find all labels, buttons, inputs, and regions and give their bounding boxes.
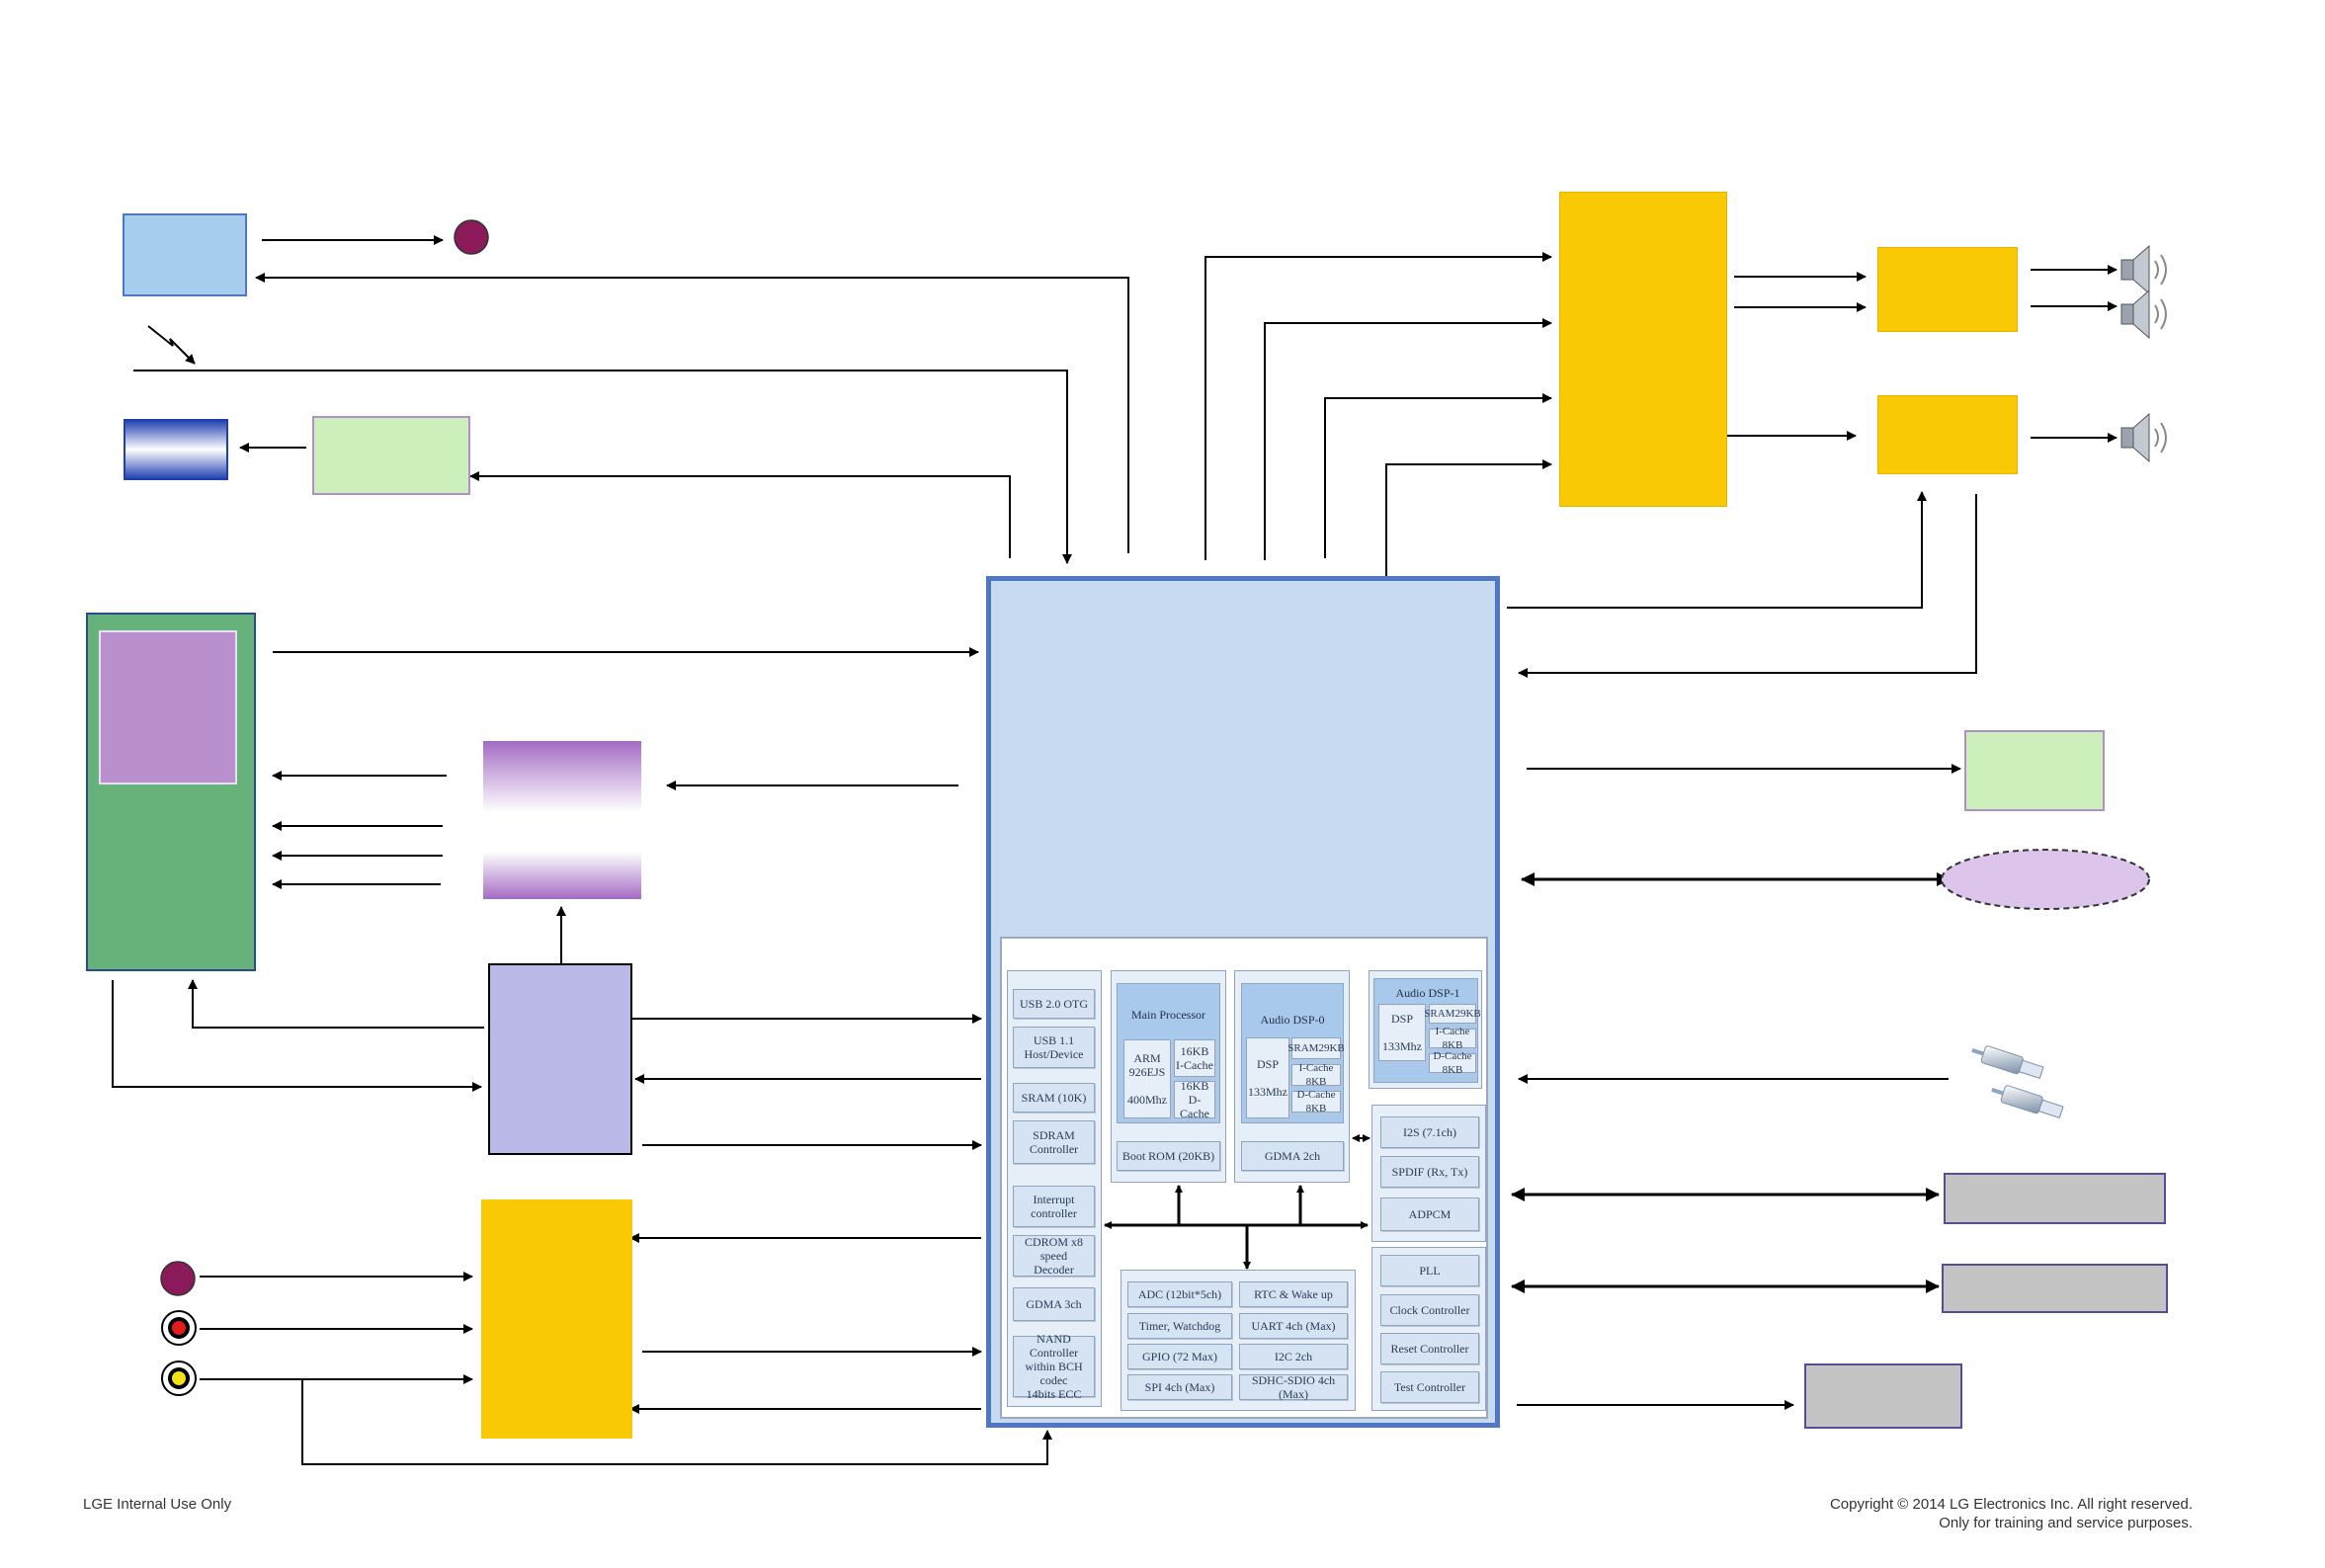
wire-ir-to-soc [133,370,1072,564]
speaker-icon [2120,244,2167,295]
rca-jack-icon [160,1261,196,1296]
wire-soc-to-dsp-amp-2 [1264,318,1552,560]
nand-controller-block: NAND Controller within BCH codec 14bits … [1013,1332,1095,1401]
wire-soc-to-dsp-amp-1 [1204,252,1552,560]
indicator-led-icon [454,219,489,255]
gpio-block: GPIO (72 Max) [1127,1344,1232,1369]
speaker-icon [2120,412,2167,463]
timer-watchdog-block: Timer, Watchdog [1127,1313,1232,1339]
servo-controller-box [488,963,632,1155]
uart-block: UART 4ch (Max) [1239,1313,1348,1339]
test-controller-block: Test Controller [1380,1371,1479,1403]
cdrom-decoder-block: CDROM x8 speed Decoder [1013,1235,1095,1277]
usb11-block: USB 1.1 Host/Device [1013,1027,1095,1068]
footer-right-1: Copyright © 2014 LG Electronics Inc. All… [1829,1496,2193,1513]
adc-block: ADC (12bit*5ch) [1127,1281,1232,1307]
ir-signal-icon [147,325,196,365]
i2c-block: I2C 2ch [1239,1344,1348,1369]
main-icache-block: 16KB I-Cache [1174,1039,1215,1077]
interrupt-controller-block: Interrupt controller [1013,1186,1095,1227]
sdram-controller-block: SDRAM Controller [1013,1120,1095,1164]
dsp1-core-block: DSP 133Mhz [1378,1004,1426,1061]
gdma3-block: GDMA 3ch [1013,1287,1095,1321]
dsp1-dcache-block: D-Cache 8KB [1429,1050,1476,1076]
dsp1-icache-block: I-Cache 8KB [1429,1026,1476,1051]
audio-dsp0-title: Audio DSP-0 [1260,1013,1325,1027]
footer-right-2: Only for training and service purposes. [1939,1515,2193,1531]
wire-soc-to-blue-box [255,273,1129,553]
dsp0-sram-block: SRAM29KB [1287,1037,1345,1059]
rca-jack-red-icon [161,1310,197,1346]
footer-left: LGE Internal Use Only [83,1496,232,1513]
rtc-block: RTC & Wake up [1239,1281,1348,1307]
wire-pa-feedback-to-soc [1518,494,1977,678]
grey-interface-box-2 [1942,1264,2168,1313]
rca-jack-yellow-icon [161,1361,197,1396]
memory-card-ellipse [1941,849,2150,910]
pickup-lens-box [99,630,237,784]
wire-soc-to-display [469,471,1011,558]
arm-clock-label: 400Mhz [1127,1093,1167,1107]
arm-core-block: ARM 926EJS 400Mhz [1123,1039,1171,1118]
motor-driver-gradient [483,741,641,899]
spi-block: SPI 4ch (Max) [1127,1374,1232,1400]
main-dcache-block: 16KB D-Cache [1174,1079,1215,1120]
adpcm-block: ADPCM [1380,1197,1479,1231]
reset-controller-block: Reset Controller [1380,1333,1479,1364]
power-amp-box-2 [1877,395,2018,474]
wire-pickup-to-servo [112,980,482,1092]
gdma2-block: GDMA 2ch [1241,1141,1344,1171]
audio-dsp1-title: Audio DSP-1 [1395,986,1460,1000]
wire-soc-to-dsp-amp-4 [1385,459,1552,576]
usb-plug-icon [1971,1045,2044,1080]
remote-receiver-box [123,213,247,296]
vfd-display [124,419,228,480]
main-processor-title: Main Processor [1131,1008,1205,1022]
power-amp-box-1 [1877,247,2018,332]
i2s-block: I2S (7.1ch) [1380,1116,1479,1148]
audio-dsp-amp-box [1559,192,1727,507]
dsp0-dcache-block: D-Cache 8KB [1291,1089,1341,1114]
speaker-icon [2120,289,2167,340]
grey-interface-box-1 [1944,1173,2166,1224]
grey-interface-box-3 [1804,1363,1962,1429]
usb-plug-icon [1991,1085,2064,1119]
display-driver-box [312,416,470,495]
pll-block: PLL [1380,1255,1479,1286]
dsp1-sram-block: SRAM29KB [1424,1004,1481,1024]
dsp0-icache-block: I-Cache 8KB [1291,1062,1341,1088]
sdhc-block: SDHC-SDIO 4ch (Max) [1239,1373,1348,1401]
dsp0-core-block: DSP 133Mhz [1246,1037,1289,1118]
wire-soc-to-pa-control [1507,491,1927,609]
usb-otg-block: USB 2.0 OTG [1013,989,1095,1019]
wire-jack-to-soc-bottom [301,1379,1052,1465]
wire-soc-to-dsp-amp-3 [1324,393,1552,558]
sram-block: SRAM (10K) [1013,1083,1095,1113]
arm-core-label: ARM 926EJS [1128,1051,1166,1079]
clock-controller-block: Clock Controller [1380,1294,1479,1326]
green-output-box [1964,730,2105,811]
spdif-block: SPDIF (Rx, Tx) [1380,1156,1479,1188]
audio-adc-box [481,1199,632,1439]
boot-rom-block: Boot ROM (20KB) [1117,1141,1220,1171]
wire-servo-to-pickup [188,979,484,1029]
